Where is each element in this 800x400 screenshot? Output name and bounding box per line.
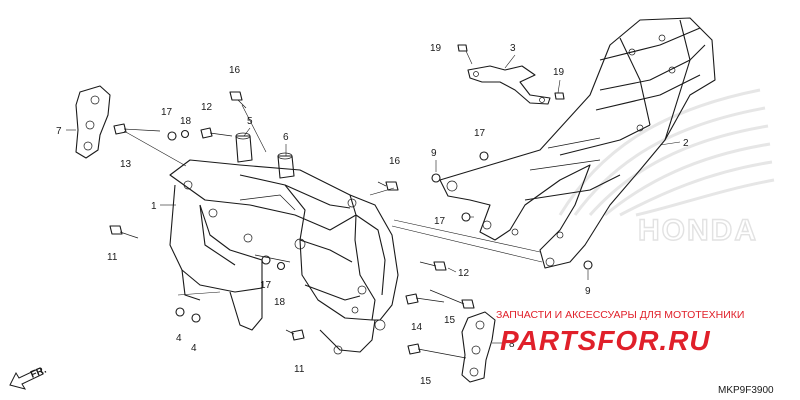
callout-4-b: 4	[191, 343, 197, 354]
bolt-15-right	[429, 289, 475, 309]
bolt-12-lower	[419, 261, 447, 271]
bolt-11-bottom	[285, 329, 305, 341]
callout-3: 3	[510, 43, 516, 54]
callout-17-b: 17	[260, 280, 272, 291]
rear-subframe	[439, 17, 716, 269]
nut-17-d	[461, 212, 471, 222]
nut-9-a	[431, 173, 441, 183]
nut-4-a	[175, 307, 185, 317]
bolt-14	[405, 293, 445, 305]
callout-11-a: 11	[107, 252, 118, 263]
front-direction-arrow: FR.	[9, 364, 48, 390]
bolt-19-upper	[457, 44, 468, 52]
callout-11-b: 11	[294, 364, 305, 375]
bolt-12-upper	[200, 127, 233, 139]
nut-9-b	[583, 260, 593, 270]
callout-1: 1	[151, 201, 157, 212]
side-plate-8	[461, 311, 496, 383]
callout-16-b: 16	[389, 156, 401, 167]
callout-12-b: 12	[458, 268, 470, 279]
bracket-3	[467, 65, 551, 105]
collar-6	[277, 152, 295, 179]
front-direction-label: FR.	[29, 364, 48, 380]
diagram-code: MKP9F3900	[718, 385, 774, 396]
callout-15-a: 15	[444, 315, 456, 326]
bolt-16-upper	[229, 91, 247, 109]
nut-17-a	[167, 131, 177, 141]
callout-2: 2	[683, 138, 689, 149]
callout-14: 14	[411, 322, 423, 333]
honda-wing-watermark	[558, 88, 775, 217]
store-logo: PARTSFOR.RU	[500, 325, 711, 356]
callout-19-a: 19	[430, 43, 442, 54]
main-frame	[169, 159, 399, 355]
nut-17-c	[479, 151, 489, 161]
bolt-15-long	[407, 343, 467, 359]
store-watermark: ЗАПЧАСТИ И АКСЕССУАРЫ ДЛЯ МОТОТЕХНИКИ PA…	[496, 309, 744, 356]
callout-12-a: 12	[201, 102, 213, 113]
callout-labels: 1 2 3 4 4 5 6 7 8 9 9 11 11 12 12 13 14 …	[56, 43, 689, 387]
callout-19-b: 19	[553, 67, 565, 78]
callout-13: 13	[120, 159, 132, 170]
callout-15-b: 15	[420, 376, 432, 387]
callout-17-d: 17	[434, 216, 446, 227]
callout-16-a: 16	[229, 65, 241, 76]
callout-17-a: 17	[161, 107, 173, 118]
callout-8: 8	[509, 339, 515, 350]
callout-18-a: 18	[180, 116, 192, 127]
callout-4-a: 4	[176, 333, 182, 344]
bolt-16-mid	[377, 181, 399, 191]
nut-4-b	[191, 313, 201, 323]
bolt-19-right	[554, 92, 565, 100]
collar-5	[235, 132, 253, 163]
callout-9-b: 9	[585, 286, 591, 297]
callout-17-c: 17	[474, 128, 486, 139]
side-plate-7	[75, 85, 111, 159]
washer-18-a	[180, 129, 190, 139]
leader-lines	[66, 50, 681, 344]
bolt-13	[113, 123, 161, 135]
callout-6: 6	[283, 132, 289, 143]
washer-18-b	[276, 261, 286, 271]
store-tagline: ЗАПЧАСТИ И АКСЕССУАРЫ ДЛЯ МОТОТЕХНИКИ	[496, 309, 744, 321]
nut-17-b	[261, 255, 271, 265]
honda-watermark-text: HONDA	[638, 214, 758, 247]
callout-7: 7	[56, 126, 62, 137]
bolt-11-left	[109, 225, 139, 239]
callout-18-b: 18	[274, 297, 286, 308]
callout-5: 5	[247, 116, 253, 127]
callout-9-a: 9	[431, 148, 437, 159]
